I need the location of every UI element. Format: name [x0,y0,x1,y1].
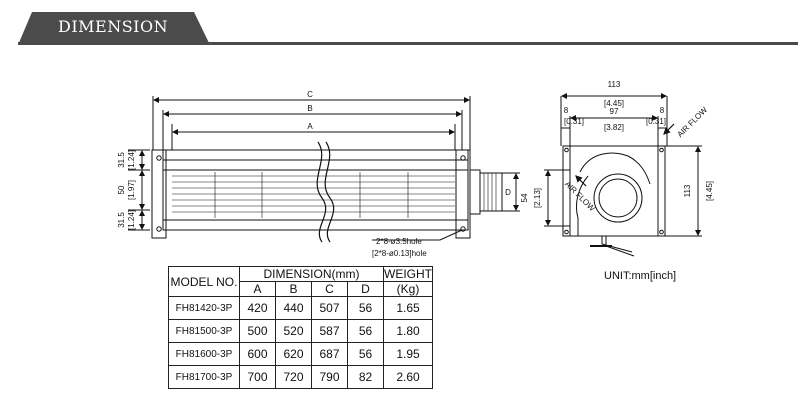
section-title: DIMENSION [58,17,169,36]
cell-b: 440 [275,296,312,320]
header-rule [18,42,798,45]
left-top-in: [1.24] [127,150,136,170]
hole-spec-in: [2*8-ø0.13]hole [372,249,427,258]
cell-d: 56 [347,342,384,366]
cell-weight: 1.95 [383,342,433,366]
airflow-label-top: AIR FLOW [675,105,709,139]
side-edge-left-mm: 8 [564,106,569,115]
cell-d: 82 [347,365,384,389]
cell-c: 507 [311,296,348,320]
side-edge-left-in: [0.31] [564,117,584,126]
side-height-mm: 113 [683,184,692,197]
side-width-mm: 113 [608,80,621,89]
cell-weight: 1.65 [383,296,433,320]
col-c-header: C [311,281,348,297]
cell-a: 600 [239,342,276,366]
cell-a: 420 [239,296,276,320]
side-edge-right-in: [0.31] [646,117,666,126]
left-mid-in: [1.97] [127,180,136,200]
cell-b: 520 [275,319,312,343]
side-inner-in: [3.82] [604,123,624,132]
table-row: FH81600-3P 600 620 687 56 1.95 [168,342,433,366]
model-cell: FH81700-3P [168,365,240,389]
left-bot-in: [1.24] [127,210,136,230]
airflow-label-inner: AIR FLOW [563,179,597,213]
side-outlet-mm: 54 [520,193,529,202]
cell-weight: 2.60 [383,365,433,389]
cell-c: 790 [311,365,348,389]
hole-spec-mm: 2*8-ø3.5hole [376,237,422,246]
col-a-header: A [239,281,276,297]
model-cell: FH81600-3P [168,342,240,366]
model-cell: FH81420-3P [168,296,240,320]
side-height-in: [4.45] [705,181,714,201]
side-edge-right-mm: 8 [660,106,665,115]
left-top-mm: 31.5 [117,152,126,168]
col-b-header: B [275,281,312,297]
weight-header: WEIGHT [383,266,433,282]
side-inner-mm: 97 [610,107,619,116]
left-bot-mm: 31.5 [117,212,126,228]
cell-a: 700 [239,365,276,389]
dimension-header: DIMENSION(mm) [239,266,384,282]
model-header: MODEL NO. [168,266,240,297]
table-row: FH81700-3P 700 720 790 82 2.60 [168,365,433,389]
cell-a: 500 [239,319,276,343]
dimension-table: MODEL NO. DIMENSION(mm) WEIGHT A B C D (… [168,266,433,389]
cell-weight: 1.80 [383,319,433,343]
cell-d: 56 [347,296,384,320]
side-width-in: [4.45] [604,99,624,108]
weight-unit: (Kg) [383,281,433,297]
side-outlet-in: [2.13] [533,188,542,208]
header-tab [18,12,210,45]
table-row: FH81420-3P 420 440 507 56 1.65 [168,296,433,320]
unit-label: UNIT:mm[inch] [604,270,677,282]
dim-c-label: C [307,90,313,99]
dim-b-label: B [307,104,312,113]
cell-b: 620 [275,342,312,366]
cell-c: 587 [311,319,348,343]
cell-c: 687 [311,342,348,366]
dim-a-label: A [307,122,313,131]
col-d-header: D [347,281,384,297]
model-cell: FH81500-3P [168,319,240,343]
table-row: FH81500-3P 500 520 587 56 1.80 [168,319,433,343]
cell-b: 720 [275,365,312,389]
side-view [544,93,702,257]
left-mid-mm: 50 [117,185,126,194]
front-view [128,96,520,243]
dim-d-label: D [505,188,511,197]
cell-d: 56 [347,319,384,343]
